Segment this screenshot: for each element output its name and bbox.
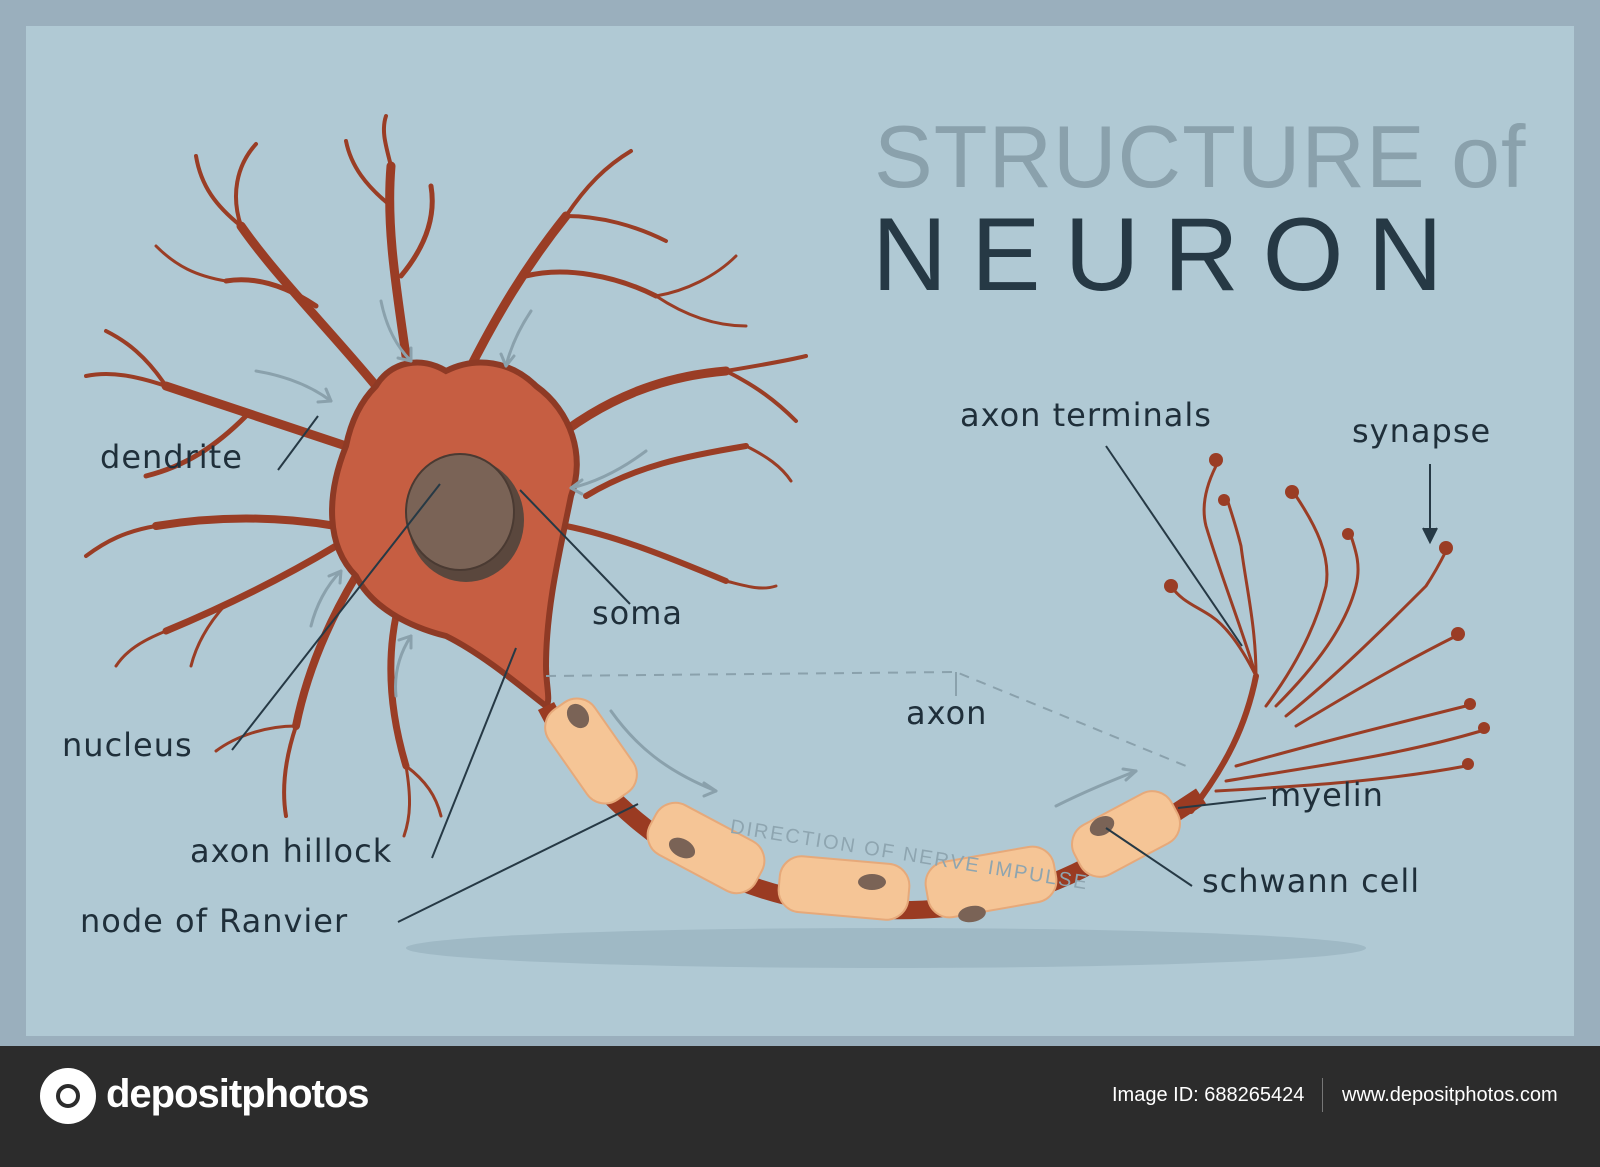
footer-image-id: Image ID: 688265424 [1112,1084,1305,1106]
schwann-cell-leader [1105,827,1193,887]
synapse-arrowhead [1422,527,1438,545]
label-leader-lines [231,415,1438,923]
label-dendrite: dendrite [100,438,243,476]
myelin-sheath [537,697,1206,923]
neuron-poster: STRUCTURE of NEURON dendrite soma nucleu… [26,26,1574,1036]
label-soma: soma [592,594,684,632]
footer-site-link[interactable]: www.depositphotos.com [1342,1084,1558,1106]
nucleus-leader [231,483,441,751]
label-node-of-ranvier: node of Ranvier [80,902,349,940]
camera-logo-icon [40,1068,96,1124]
footer-brand: depositphotos [106,1072,370,1116]
soma-leader [519,489,631,605]
axon-terminals-leader [1105,445,1243,647]
nucleus [405,453,524,582]
title-neuron: NEURON [872,197,1467,313]
ground-shadow [406,928,1366,968]
dendrite-branches [84,114,808,838]
dendrite-leader [277,415,319,471]
axon-terminal-branches [1169,464,1483,814]
footer-divider [1322,1078,1323,1112]
synapse-knobs [1164,453,1490,770]
label-nucleus: nucleus [62,726,193,764]
label-schwann-cell: schwann cell [1202,862,1421,900]
title-structure-of: STRUCTURE of [874,107,1527,206]
axon-hillock-leader [431,647,517,859]
label-axon-terminals: axon terminals [960,396,1212,434]
label-axon-hillock: axon hillock [190,832,393,870]
label-synapse: synapse [1352,412,1492,450]
myelin-leader [1177,797,1267,809]
node-of-ranvier-leader [397,803,639,923]
label-axon: axon [906,694,988,732]
footer-bar: depositphotos Image ID: 688265424 www.de… [0,1046,1600,1167]
neuron-diagram [84,114,1490,968]
impulse-arrows [254,299,1138,808]
axon-span-indicator [545,670,1187,767]
label-myelin: myelin [1270,776,1384,814]
